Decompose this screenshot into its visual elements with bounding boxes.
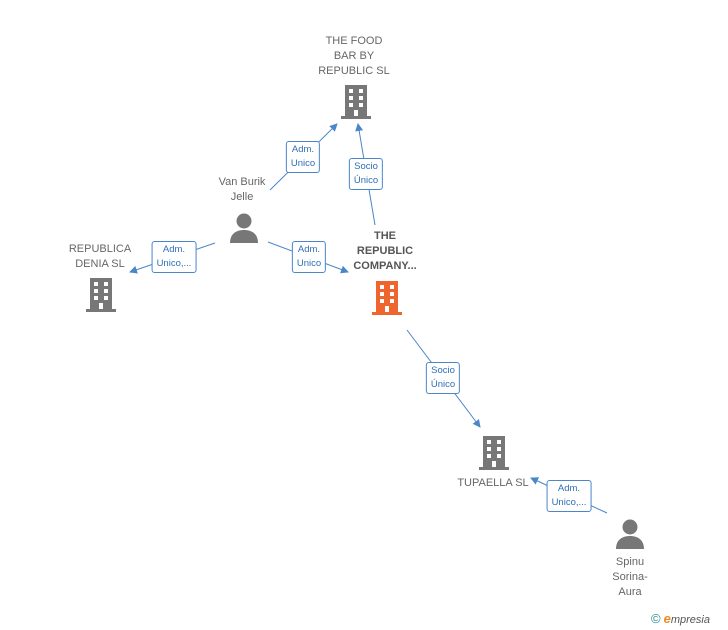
node-label-tupaella: TUPAELLA SL [457, 477, 529, 489]
person-icon[interactable] [229, 212, 259, 244]
building-icon[interactable] [340, 85, 372, 119]
edge-label-socio-unico[interactable]: Socio Único [348, 158, 384, 190]
node-label-republica-denia: REPUBLICA DENIA SL [68, 243, 132, 270]
copyright-icon: © [651, 611, 661, 626]
building-icon[interactable] [478, 436, 510, 470]
edge-label-adm-unico[interactable]: Adm. Unico,... [151, 241, 197, 273]
node-label-food-bar: THE FOOD BAR BY REPUBLIC SL [318, 35, 390, 77]
edge-label-adm-unico[interactable]: Adm. Unico [285, 141, 321, 173]
node-label-van-burik: Van Burik Jelle [218, 176, 266, 203]
edge-label-socio-unico[interactable]: Socio Único [425, 362, 461, 394]
empresia-logo: ©empresia [651, 611, 710, 626]
person-icon[interactable] [615, 518, 645, 550]
node-label-republic-company: THE REPUBLIC COMPANY... [353, 230, 417, 272]
building-icon[interactable] [371, 281, 403, 315]
edge-label-adm-unico[interactable]: Adm. Unico,... [546, 480, 592, 512]
node-label-spinu: Spinu Sorina- Aura [612, 556, 648, 598]
edge-label-adm-unico[interactable]: Adm. Unico [291, 241, 327, 273]
building-icon[interactable] [85, 278, 117, 312]
